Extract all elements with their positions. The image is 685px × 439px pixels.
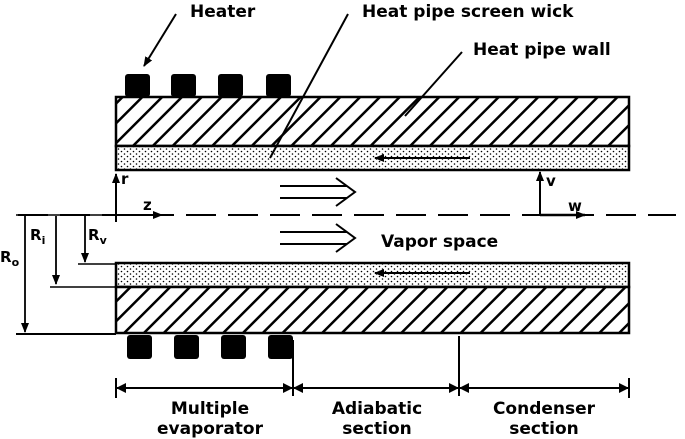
- bottom-screen-wick: [114, 261, 631, 289]
- heater-block: [171, 74, 196, 97]
- heater-block: [174, 335, 199, 359]
- heater-block: [218, 74, 243, 97]
- pipe-wall-label: Heat pipe wall: [473, 40, 611, 60]
- wall-leader: [404, 51, 463, 117]
- vapor-space-label: Vapor space: [381, 232, 498, 252]
- condenser-label-line1: Condenser: [493, 399, 596, 419]
- heater-block: [127, 335, 152, 359]
- ri-label: Ri: [30, 226, 45, 247]
- heater-block: [125, 74, 150, 97]
- w-velocity-label: w: [568, 197, 582, 215]
- bottom-heaters: [127, 335, 293, 359]
- heater-block: [268, 335, 293, 359]
- r-axis-label: r: [121, 170, 129, 188]
- condenser-label-line2: section: [509, 419, 578, 439]
- wick-leader: [269, 13, 349, 159]
- vapor-flow-arrow-top: [280, 177, 357, 207]
- bottom-pipe-wall: [114, 285, 631, 335]
- adiabatic-label-line1: Adiabatic: [332, 399, 422, 419]
- top-screen-wick: [114, 144, 631, 172]
- v-velocity-label: v: [546, 172, 556, 190]
- heater-label: Heater: [190, 2, 256, 22]
- heater-leader: [143, 13, 177, 67]
- evaporator-label-line1: Multiple: [171, 399, 249, 419]
- z-axis-label: z: [143, 196, 152, 214]
- vapor-flow-arrow-bottom: [280, 223, 357, 253]
- rv-label: Rv: [88, 226, 108, 247]
- screen-wick-label: Heat pipe screen wick: [362, 2, 574, 22]
- ro-label: Ro: [0, 248, 20, 269]
- heater-block: [221, 335, 246, 359]
- top-pipe-wall: [114, 95, 631, 148]
- heater-block: [266, 74, 291, 97]
- adiabatic-label-line2: section: [342, 419, 411, 439]
- top-heaters: [125, 74, 291, 97]
- evaporator-label-line2: evaporator: [157, 419, 264, 439]
